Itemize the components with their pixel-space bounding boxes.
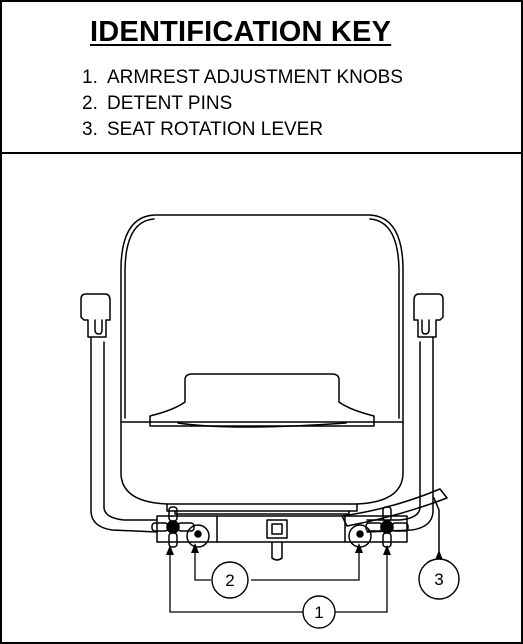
key-item-number: 2. (82, 93, 98, 114)
identification-key-panel: IDENTIFICATION KEY 1. ARMREST ADJUSTMENT … (2, 2, 521, 154)
callout-2: 2 (211, 561, 249, 599)
left-knob (151, 506, 195, 548)
key-item-number: 3. (82, 119, 98, 140)
key-item-number: 1. (82, 67, 98, 88)
leader-lines (169, 550, 388, 613)
key-title: IDENTIFICATION KEY (90, 16, 392, 48)
left-detent-pin (186, 524, 210, 548)
callout-number: 3 (434, 570, 443, 589)
key-item-label: DETENT PINS (107, 93, 233, 114)
callout-number: 2 (225, 571, 234, 590)
key-item-label: ARMREST ADJUSTMENT KNOBS (107, 67, 403, 88)
seat-rotation-lever (341, 488, 448, 558)
callout-3: 3 (418, 558, 460, 600)
key-item-2: 2. DETENT PINS (82, 91, 403, 117)
lumbar-pad (149, 373, 375, 428)
right-armrest (366, 293, 444, 533)
callout-1: 1 (302, 595, 336, 629)
seat-back (120, 214, 404, 423)
callout-number: 1 (314, 603, 323, 622)
swivel-pivot (266, 519, 288, 561)
leader-arrowheads (166, 543, 443, 560)
key-item-3: 3. SEAT ROTATION LEVER (82, 117, 403, 143)
key-item-1: 1. ARMREST ADJUSTMENT KNOBS (82, 65, 403, 91)
right-detent-pin (348, 524, 372, 548)
seat-diagram: 1 2 3 (80, 214, 460, 629)
left-armrest (80, 293, 158, 533)
key-list: 1. ARMREST ADJUSTMENT KNOBS 2. DETENT PINS… (82, 65, 403, 143)
seat-cushion (120, 421, 404, 515)
key-item-label: SEAT ROTATION LEVER (107, 119, 324, 140)
